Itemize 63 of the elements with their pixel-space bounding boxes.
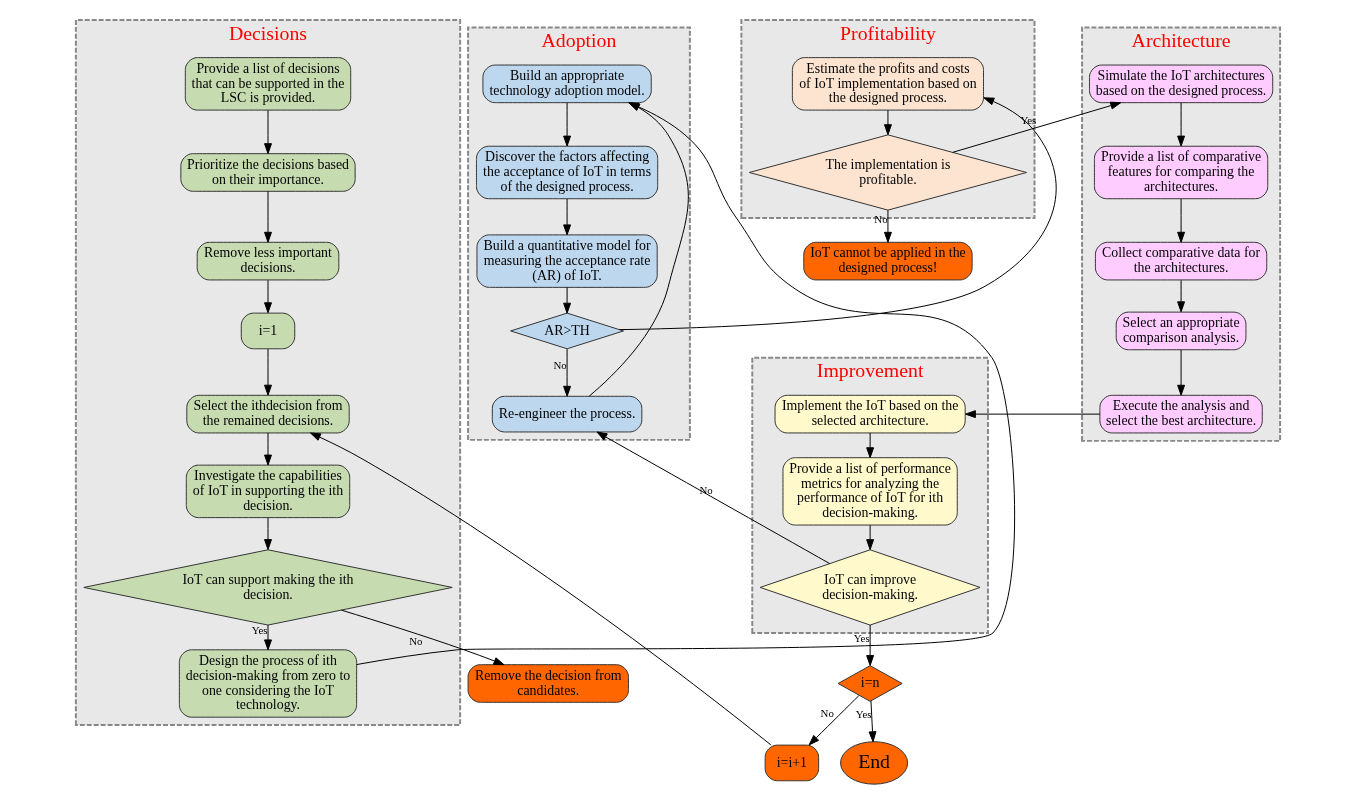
node-box: Remove the decision from candidates.: [467, 664, 629, 703]
arrow: [264, 517, 272, 550]
node-box: Discover the factors affecting the acceptance of IoT in terms of the designed process.: [475, 145, 659, 200]
node-box: IoT cannot be applied in the designed process!: [803, 241, 973, 281]
arrow: [563, 198, 572, 236]
node-box: Collect comparative data for the architectures.: [1094, 241, 1268, 281]
arrow: [884, 209, 892, 243]
arrow: [264, 348, 272, 396]
arrow: [866, 524, 875, 551]
arrow: [808, 695, 860, 746]
arrow: [264, 624, 272, 651]
node-diamond: IoT can improve decision-making.: [759, 549, 981, 626]
edge-label: Yes: [853, 632, 870, 645]
node-box: Select an appropriate comparison analysis.: [1115, 311, 1247, 351]
arrow: [264, 109, 272, 155]
arrow: [1177, 198, 1186, 243]
edge-label: No: [699, 484, 713, 497]
arrow: [1177, 102, 1186, 147]
node-box: Prioritize the decisions based on their importance.: [180, 153, 356, 192]
node-box: i=1: [240, 312, 296, 350]
arrow: [563, 286, 572, 314]
node-box: Build a quantitative model for measuring the acceptance rate (AR) of IoT.: [476, 234, 658, 288]
arrow: [563, 102, 572, 147]
arrow: [341, 609, 505, 666]
node-box: Provide a list of decisions that can be supported in the LSC is provided.: [184, 57, 352, 111]
edge-label: No: [820, 706, 834, 719]
node-box: Design the process of ith decision-making from zero to one considering the IoT technology.: [178, 649, 358, 718]
arrow: [619, 97, 1057, 331]
node-box: Investigate the capabilities of IoT in supporting the ith decision.: [185, 464, 351, 519]
node-diamond: The implementation is profitable.: [748, 134, 1028, 211]
arrow: [866, 624, 875, 666]
node-box: Provide a list of comparative features for comparing the architectures.: [1093, 145, 1269, 200]
arrow: [264, 432, 272, 466]
arrow: [884, 109, 892, 136]
node-box: Build an appropriate technology adoption model.: [482, 64, 652, 104]
arrow: [563, 348, 572, 397]
arrow: [952, 101, 1122, 153]
arrow: [1177, 349, 1186, 396]
node-box: Execute the analysis and select the best architecture.: [1099, 394, 1263, 434]
node-ellipse: End: [840, 741, 909, 785]
arrow: [596, 431, 831, 565]
node-box: Re-engineer the process.: [491, 395, 643, 433]
node-box: Simulate the IoT architectures based on the designed process.: [1089, 64, 1274, 104]
node-box: Estimate the profits and costs of IoT implementation based on the designed process.: [791, 57, 984, 111]
arrow: [264, 279, 272, 314]
arrow: [1177, 279, 1186, 313]
node-box: Implement the IoT based on the selected architecture.: [774, 394, 966, 434]
edge-label: No: [553, 359, 567, 372]
edge-label: Yes: [855, 708, 872, 720]
edge-label: Yes: [251, 624, 268, 637]
node-diamond: AR>TH: [510, 312, 624, 350]
edge-label: No: [409, 634, 423, 647]
node-box: i=i+1: [764, 744, 820, 782]
node-diamond: i=n: [837, 665, 903, 702]
arrow: [310, 432, 772, 746]
arrow: [868, 700, 877, 743]
arrow: [965, 410, 1101, 419]
arrow: [264, 190, 272, 243]
node-diamond: IoT can support making the ith decision.: [83, 549, 453, 626]
node-box: Select the ithdecision from the remained decisions.: [186, 394, 350, 434]
node-box: Remove less important decisions.: [196, 241, 340, 281]
node-box: Provide a list of performance metrics for analyzing the performance of IoT for ith decision-making.: [782, 457, 958, 526]
arrow: [866, 432, 875, 459]
